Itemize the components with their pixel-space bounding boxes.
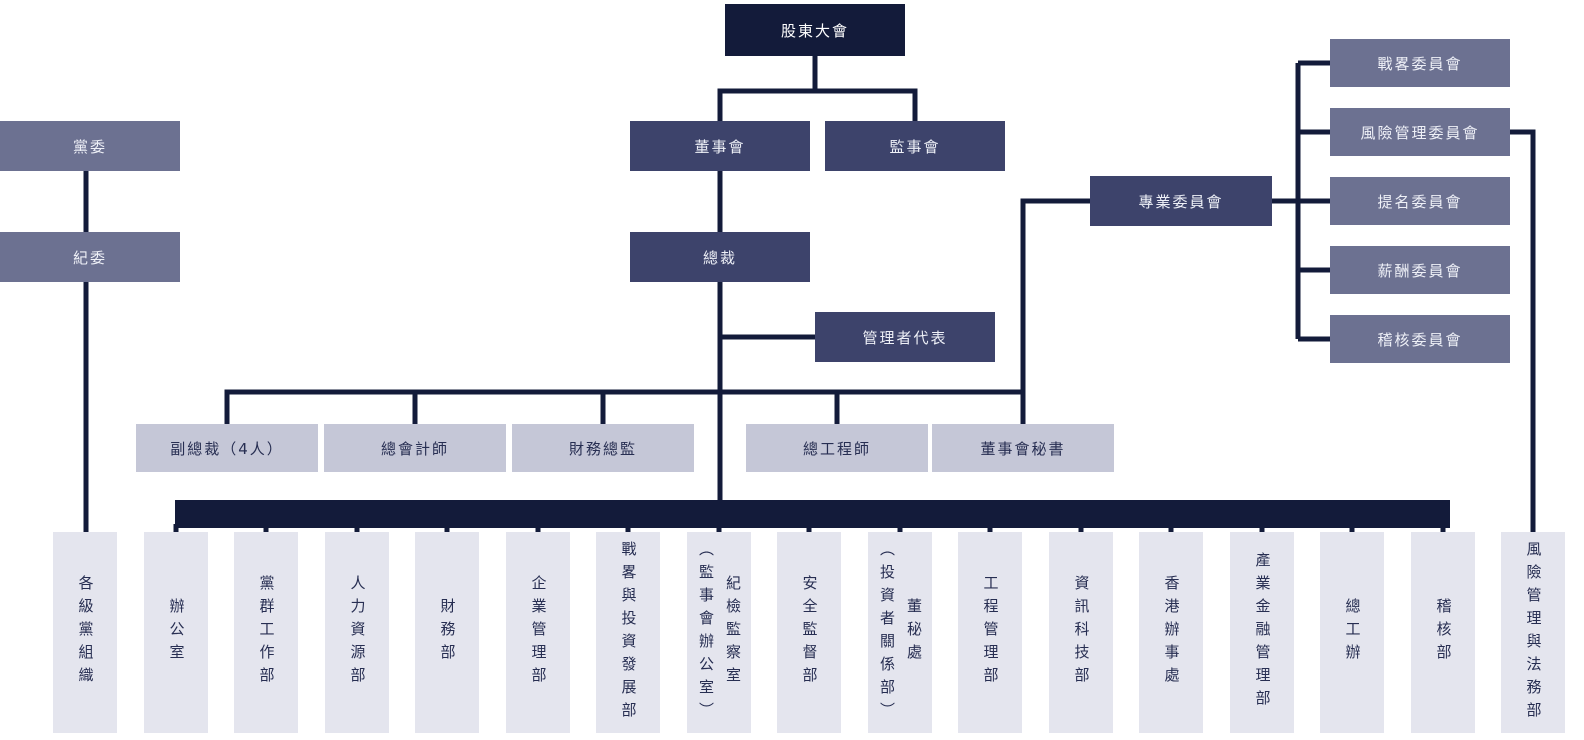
dept-label: 香港辦事處 xyxy=(1162,575,1181,690)
node-audit-committee: 稽核委員會 xyxy=(1330,315,1510,363)
connector-risk-legal-line xyxy=(1510,129,1536,534)
dept-chief-engineer-office: 總工辦 xyxy=(1320,532,1384,733)
dept-general-office: 辦公室 xyxy=(144,532,208,733)
dept-risk-management-legal: 風險管理與法務部 xyxy=(1501,532,1565,733)
dept-party-organizations: 各級黨組織 xyxy=(53,532,117,733)
dept-label: 紀檢監察室 （監事會辦公室） xyxy=(697,540,742,725)
dept-finance: 財務部 xyxy=(415,532,479,733)
node-supervisory-board: 監事會 xyxy=(825,121,1005,171)
node-remuneration-committee: 薪酬委員會 xyxy=(1330,246,1510,294)
dept-label: 辦公室 xyxy=(167,598,186,667)
dept-discipline-inspection-office: 紀檢監察室 （監事會辦公室） xyxy=(687,532,751,733)
node-discipline-committee: 紀委 xyxy=(0,232,180,282)
dept-audit: 稽核部 xyxy=(1411,532,1475,733)
dept-information-technology: 資訊科技部 xyxy=(1049,532,1113,733)
node-strategy-committee: 戰畧委員會 xyxy=(1330,39,1510,87)
dept-label: 董秘處 （投資者關係部） xyxy=(878,540,923,725)
dept-board-secretariat-investor-relations: 董秘處 （投資者關係部） xyxy=(868,532,932,733)
dept-label: 風險管理與法務部 xyxy=(1524,540,1543,725)
node-vice-presidents: 副總裁（4人） xyxy=(136,424,318,472)
dept-label: 資訊科技部 xyxy=(1072,575,1091,690)
dept-label: 產業金融管理部 xyxy=(1253,552,1272,713)
node-nomination-committee: 提名委員會 xyxy=(1330,177,1510,225)
node-shareholders-meeting: 股東大會 xyxy=(725,4,905,56)
node-management-representative: 管理者代表 xyxy=(815,312,995,362)
node-board-of-directors: 董事會 xyxy=(630,121,810,171)
dept-hong-kong-office: 香港辦事處 xyxy=(1139,532,1203,733)
connector-top-split xyxy=(717,56,918,121)
dept-engineering-management: 工程管理部 xyxy=(958,532,1022,733)
dept-party-masses-work: 黨群工作部 xyxy=(234,532,298,733)
departments-bar xyxy=(175,500,1450,528)
connector-officers xyxy=(224,198,1090,424)
node-party-committee: 黨委 xyxy=(0,121,180,171)
dept-label: 黨群工作部 xyxy=(257,575,276,690)
dept-industrial-finance-management: 產業金融管理部 xyxy=(1230,532,1294,733)
dept-human-resources: 人力資源部 xyxy=(325,532,389,733)
dept-label: 財務部 xyxy=(438,598,457,667)
dept-label: 各級黨組織 xyxy=(76,575,95,690)
dept-strategy-investment-development: 戰畧與投資發展部 xyxy=(596,532,660,733)
node-chief-engineer: 總工程師 xyxy=(746,424,928,472)
node-professional-committees: 專業委員會 xyxy=(1090,176,1272,226)
dept-label: 戰畧與投資發展部 xyxy=(619,540,638,725)
node-board-secretary: 董事會秘書 xyxy=(932,424,1114,472)
dept-safety-supervision: 安全監督部 xyxy=(777,532,841,733)
node-president: 總裁 xyxy=(630,232,810,282)
node-chief-accountant: 總會計師 xyxy=(324,424,506,472)
dept-label: 工程管理部 xyxy=(981,575,1000,690)
dept-label: 人力資源部 xyxy=(348,575,367,690)
connector-department-stubs xyxy=(173,524,1446,534)
dept-enterprise-management: 企業管理部 xyxy=(506,532,570,733)
dept-label: 企業管理部 xyxy=(529,575,548,690)
connector-committee-spine xyxy=(1272,60,1330,342)
dept-label: 總工辦 xyxy=(1343,598,1362,667)
dept-label: 安全監督部 xyxy=(800,575,819,690)
node-financial-controller: 財務總監 xyxy=(512,424,694,472)
dept-label: 稽核部 xyxy=(1434,598,1453,667)
node-risk-management-committee: 風險管理委員會 xyxy=(1330,108,1510,156)
